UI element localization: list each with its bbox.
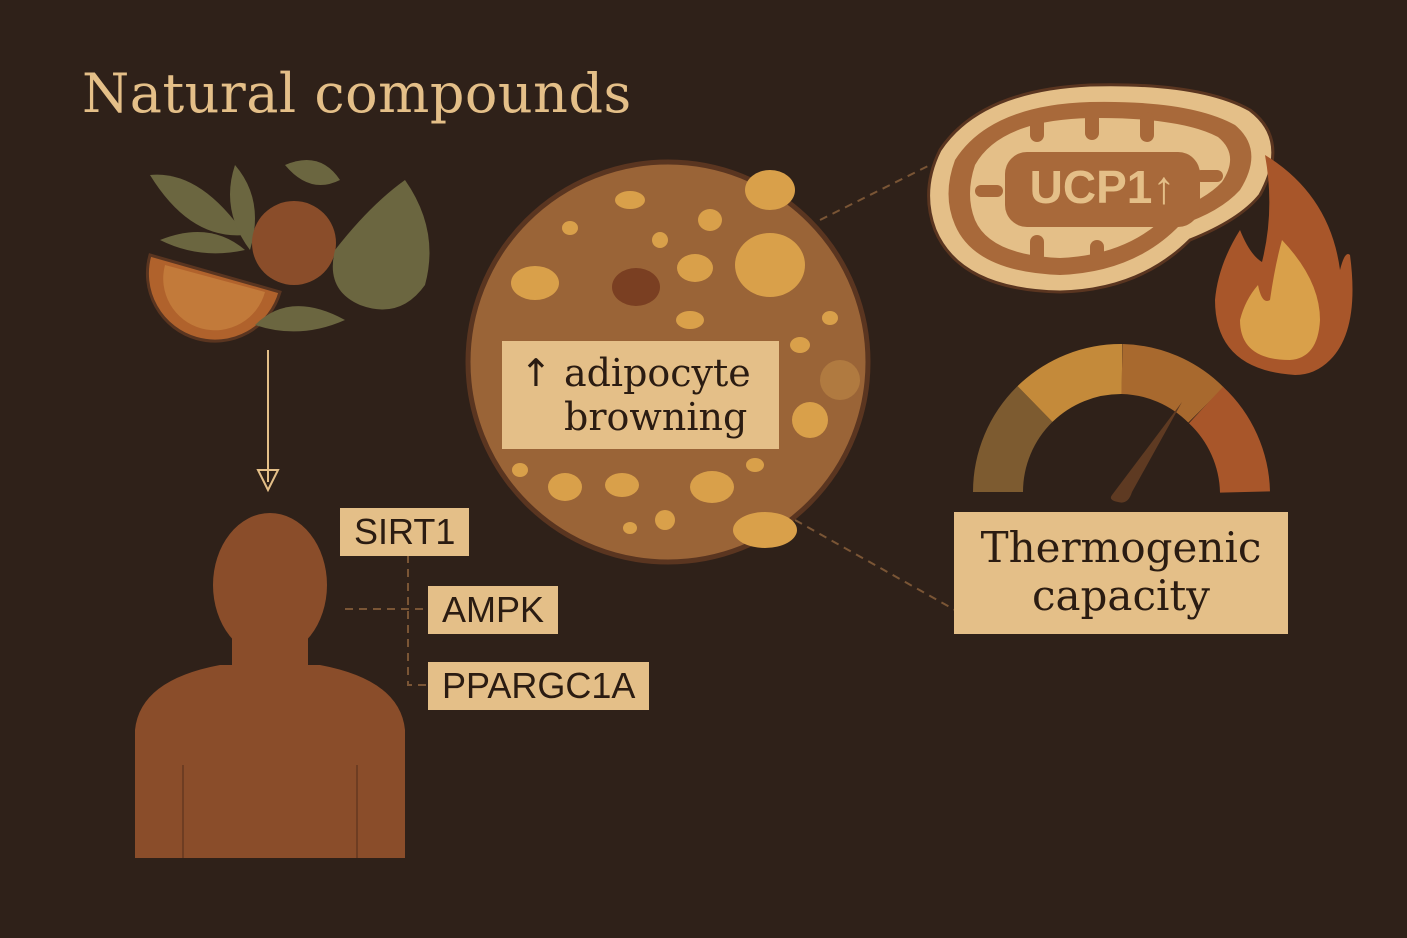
thermogenic-capacity-label: Thermogenic capacity <box>954 512 1288 634</box>
title-natural-compounds: Natural compounds <box>82 62 632 125</box>
ucp1-text: UCP1 <box>1029 161 1153 213</box>
dashed-connectors <box>345 164 956 686</box>
gauge-needle <box>1110 402 1182 503</box>
thermogenic-text: Thermogenic <box>980 523 1262 572</box>
thermogenic-gauge-icon <box>972 344 1270 494</box>
adipocyte-browning-label: ↑ adipocyte browning <box>502 341 779 449</box>
gene-label-sirt1: SIRT1 <box>340 508 470 556</box>
flame-icon <box>1215 155 1353 375</box>
gene-label-ampk: AMPK <box>428 586 559 634</box>
adipocyte-text: adipocyte <box>563 351 751 395</box>
plants-fruit-icon <box>145 160 430 343</box>
up-arrow-icon: ↑ <box>520 351 552 395</box>
arrow-head <box>256 469 280 493</box>
capacity-text: capacity <box>1031 571 1211 620</box>
person-silhouette-icon <box>135 513 405 858</box>
ucp1-label: UCP1↑ <box>1005 160 1200 214</box>
gene-label-ppargc1a: PPARGC1A <box>428 662 650 710</box>
up-arrow-icon: ↑ <box>1152 161 1176 213</box>
mitochondrion-icon <box>927 83 1275 294</box>
browning-text: browning <box>564 395 748 439</box>
